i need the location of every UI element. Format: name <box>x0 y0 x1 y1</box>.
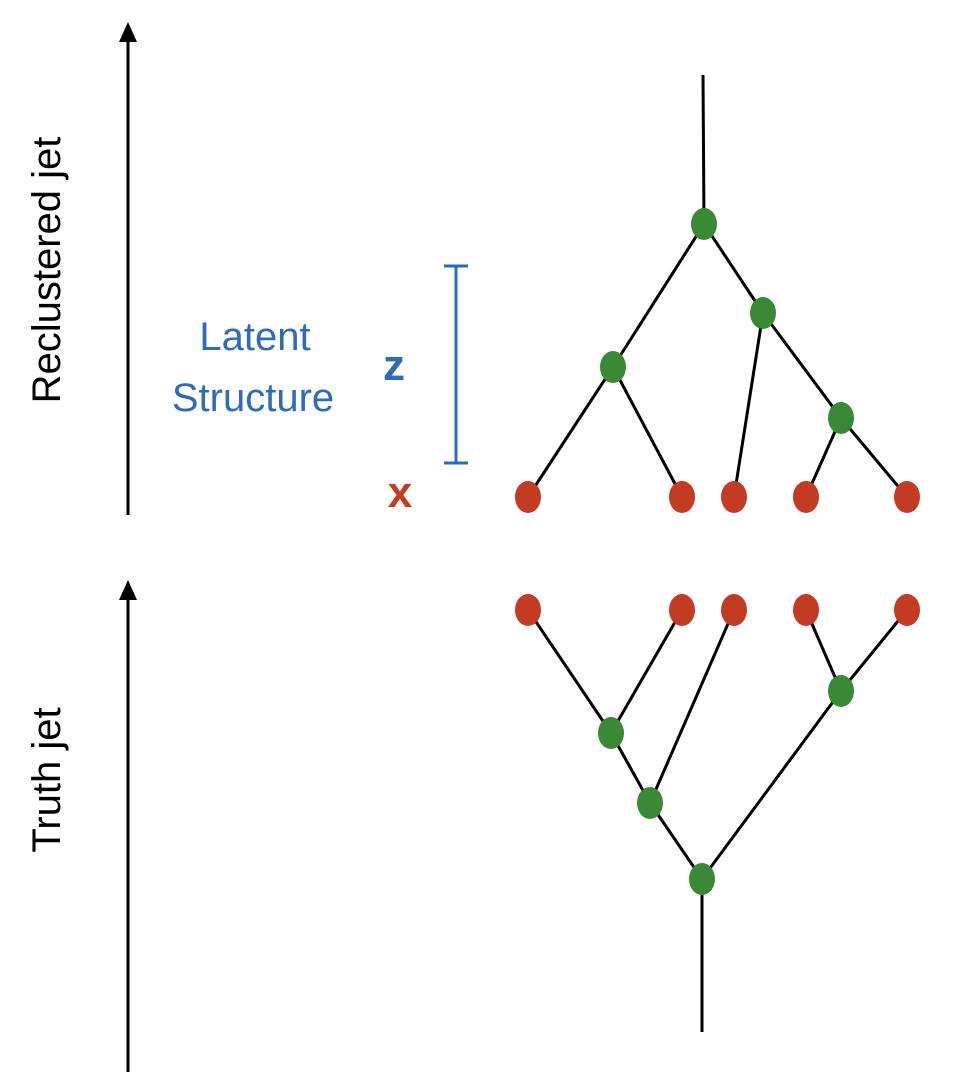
reclustered-internal-node <box>600 351 626 383</box>
truth-internal-node <box>689 863 715 895</box>
reclustered-leaf-node <box>669 481 695 513</box>
latent-bracket <box>444 264 468 465</box>
truth-axis-arrowhead <box>119 580 137 600</box>
truth-internal-node <box>828 675 854 707</box>
latent-label-line1: Latent <box>199 315 310 359</box>
truth-leaf-node <box>721 594 747 626</box>
reclustered-tree-edges <box>526 74 909 498</box>
truth-leaf-node <box>515 594 541 626</box>
latent-label-line2: Structure <box>172 376 334 420</box>
truth-leaf-node <box>894 594 920 626</box>
reclustered-axis <box>119 22 137 515</box>
reclustered-leaf-node <box>894 481 920 513</box>
truth-tree-nodes <box>515 594 920 895</box>
reclustered-internal-node <box>750 297 776 329</box>
reclustered-axis-label: Reclustered jet <box>25 137 69 404</box>
reclustered-internal-node <box>691 208 717 240</box>
truth-leaf-node <box>793 594 819 626</box>
truth-axis-label: Truth jet <box>25 707 69 852</box>
reclustered-leaf-node <box>515 481 541 513</box>
reclustered-internal-node <box>828 402 854 434</box>
reclustered-leaf-node <box>721 481 747 513</box>
truth-internal-node <box>637 787 663 819</box>
z-label: z <box>383 341 405 390</box>
x-label: x <box>388 468 413 517</box>
reclustered-axis-arrowhead <box>119 22 137 42</box>
truth-axis <box>119 580 137 1072</box>
truth-leaf-node <box>669 594 695 626</box>
truth-internal-node <box>598 717 624 749</box>
truth-tree-edges <box>526 609 909 1032</box>
reclustered-tree-nodes <box>515 208 920 513</box>
reclustered-leaf-node <box>793 481 819 513</box>
